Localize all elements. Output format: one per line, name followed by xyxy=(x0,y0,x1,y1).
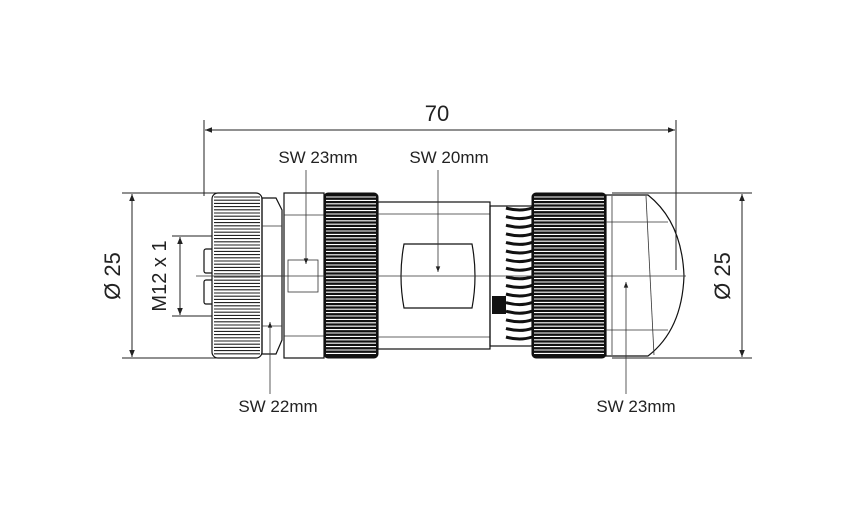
diameter-right-dimension: Ø 25 xyxy=(612,192,752,359)
sw-top-left-label: SW 23mm xyxy=(278,148,357,167)
knurled-nut-right xyxy=(531,192,607,359)
knurl-pattern xyxy=(326,196,376,354)
diameter-left-label: Ø 25 xyxy=(100,252,125,300)
sw-bottom-right-label: SW 23mm xyxy=(596,397,675,416)
callout-sw-23-top: SW 23mm xyxy=(278,148,358,265)
hex-body-23 xyxy=(283,192,325,359)
length-dimension: 70 xyxy=(203,101,677,270)
sw-top-mid-label: SW 20mm xyxy=(409,148,488,167)
callout-sw-20-top: SW 20mm xyxy=(409,148,489,273)
callout-sw-22-bottom: SW 22mm xyxy=(238,321,318,416)
sw-bottom-left-label: SW 22mm xyxy=(238,397,317,416)
diameter-right-label: Ø 25 xyxy=(710,252,735,300)
callout-sw-23-bottom: SW 23mm xyxy=(596,281,676,416)
knurled-nut-middle xyxy=(323,192,379,359)
center-body-20 xyxy=(377,201,491,350)
coupling-nut-left xyxy=(211,192,263,359)
thread-dimension: M12 x 1 xyxy=(149,235,212,317)
knurl-pattern xyxy=(534,196,604,354)
thread-section xyxy=(489,205,533,347)
length-label: 70 xyxy=(425,101,449,126)
diameter-left-dimension: Ø 25 xyxy=(100,192,222,359)
knurl-pattern xyxy=(214,196,260,355)
cable-gland xyxy=(605,194,685,357)
thread-label: M12 x 1 xyxy=(149,240,171,311)
